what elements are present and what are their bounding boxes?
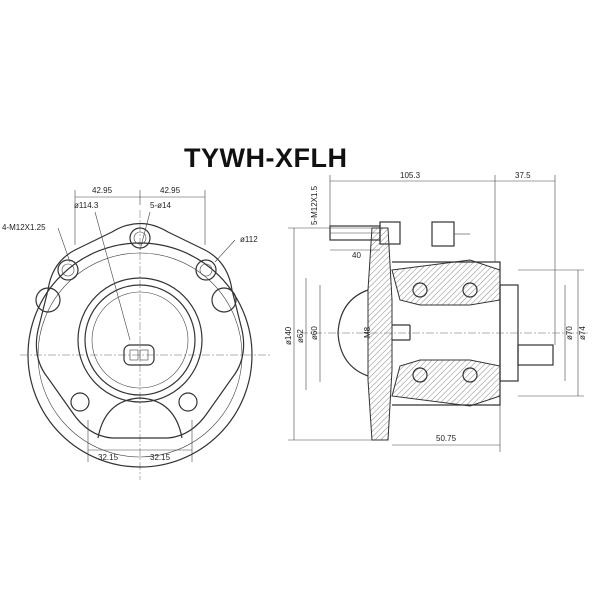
hub-outer-circle	[77, 277, 203, 403]
leader-outer	[214, 239, 236, 263]
hub-upper-section	[391, 259, 501, 306]
leader-thread	[57, 227, 71, 263]
front-outer-circle	[27, 242, 253, 468]
bolt-hole-bottom-left	[70, 392, 90, 412]
label-d60: ø60	[310, 326, 319, 340]
dim-bottom-right: 32.15	[150, 453, 171, 462]
part-number-title: TYWH-XFLH	[184, 143, 348, 173]
bearing-ball-bottom-left	[412, 367, 428, 383]
hub-inner-circle	[84, 284, 196, 396]
bottom-cutout	[97, 397, 183, 439]
hub-bore-circle	[91, 291, 189, 389]
bolt-hole-top-left-inner	[61, 263, 75, 277]
front-rim-circle	[37, 252, 243, 458]
bolt-hole-top	[129, 227, 151, 249]
label-d74: ø74	[578, 326, 587, 340]
bolt-hole-top-left	[57, 259, 79, 281]
front-view: 42.95 42.95 ø114.3 5-ø14 4-M12X1.25 ø112…	[2, 186, 270, 480]
bolt-hole-right	[211, 287, 237, 313]
label-outer: ø112	[240, 235, 258, 244]
label-m8: M8	[363, 326, 372, 338]
dim-total: 105.3	[400, 171, 421, 180]
bolt-hole-left	[35, 287, 61, 313]
flange-section	[367, 227, 393, 441]
bolt-hole-bottom-right	[178, 392, 198, 412]
bearing-ball-top-right	[462, 282, 478, 298]
bolt-hole-top-right-inner	[199, 263, 213, 277]
sensor-pin-right	[139, 349, 149, 361]
dim-right: 37.5	[515, 171, 531, 180]
bearing-ball-top-left	[412, 282, 428, 298]
label-d140: ø140	[284, 326, 293, 345]
bolt-hole-top-right	[195, 259, 217, 281]
sensor-housing	[517, 344, 554, 366]
label-d62: ø62	[296, 329, 305, 343]
label-d70: ø70	[565, 326, 574, 340]
spindle-face	[337, 289, 369, 377]
label-bolts: 5-M12X1.5	[310, 185, 319, 225]
outer-profile	[392, 261, 501, 406]
bolt-hole-top-inner	[133, 231, 147, 245]
sensor-pin-left	[129, 349, 139, 361]
bearing-ball-bottom-right	[462, 367, 478, 383]
flange-outline	[35, 222, 245, 439]
leader-holes	[139, 211, 151, 251]
label-holes: 5-ø14	[150, 201, 171, 210]
dim-bottom-left: 32.15	[98, 453, 119, 462]
dim-top-left: 42.95	[92, 186, 113, 195]
dim-stud: 40	[352, 251, 361, 260]
bolt-head-top	[431, 221, 455, 247]
sensor-connector	[123, 344, 155, 366]
dim-top-right: 42.95	[160, 186, 181, 195]
label-pcd: ø114.3	[74, 201, 99, 210]
side-view: 105.3 37.5 40 5-M12X1.5 ø140 ø62 ø60 M8 …	[284, 171, 590, 452]
leader-pcd	[94, 211, 131, 341]
label-thread: 4-M12X1.25	[2, 223, 46, 232]
dim-bottom-side: 50.75	[436, 434, 457, 443]
hub-lower-section	[391, 359, 501, 407]
